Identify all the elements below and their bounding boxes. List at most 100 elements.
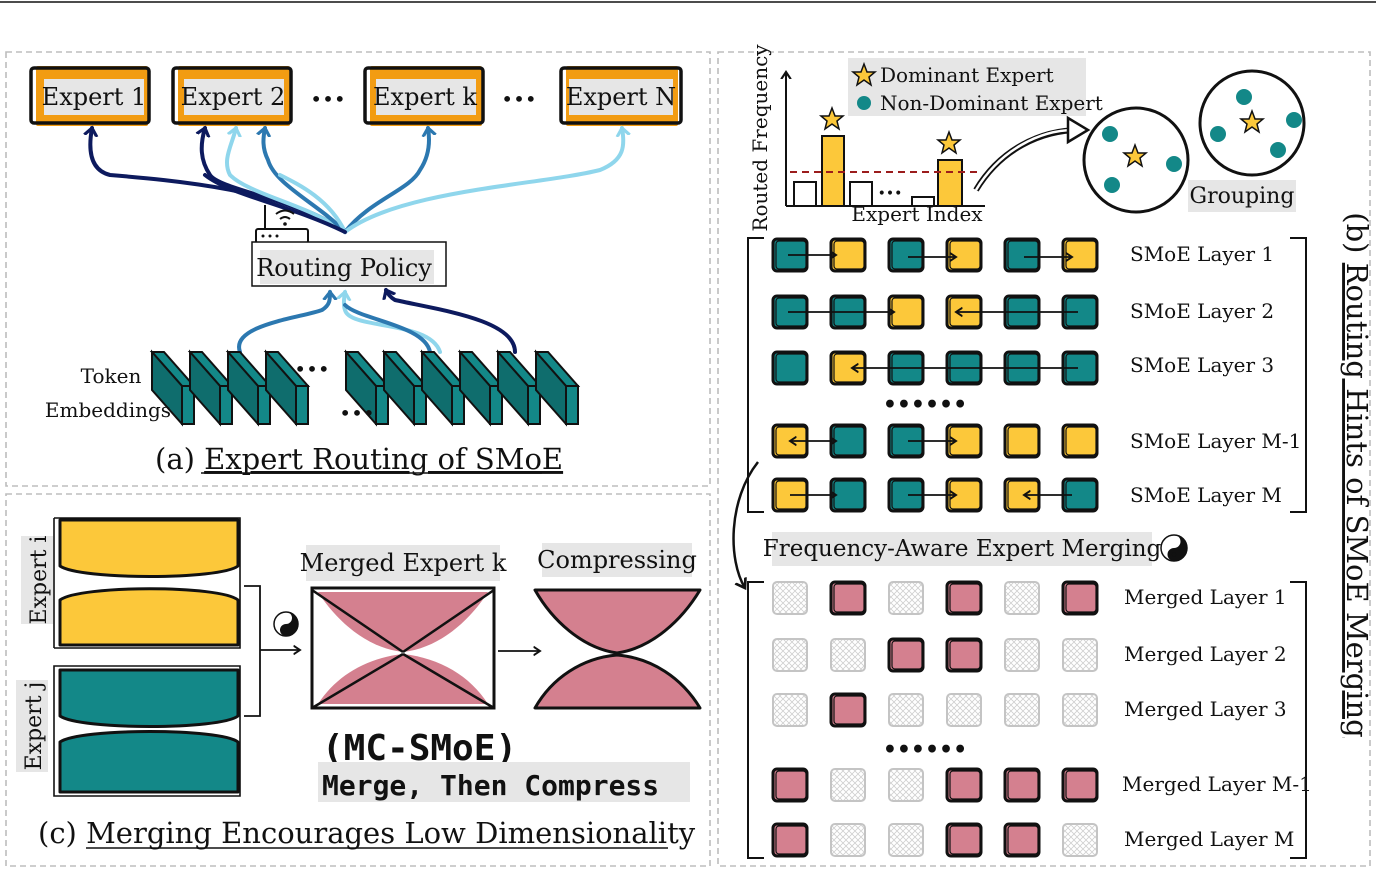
compressing-label: Compressing bbox=[537, 546, 697, 574]
expert-i-block bbox=[53, 517, 241, 649]
expert-cell bbox=[887, 637, 925, 673]
inactive-expert-cell bbox=[1004, 693, 1040, 727]
expert-cell bbox=[1003, 822, 1041, 858]
token-embedding bbox=[263, 349, 311, 427]
expert-i-label-group: Expert i bbox=[21, 536, 53, 625]
group-circle-1 bbox=[1082, 106, 1190, 214]
panel-a-border bbox=[5, 51, 711, 487]
merge-down-arrow bbox=[732, 461, 759, 588]
expert-cell bbox=[887, 294, 925, 330]
token-embedding bbox=[419, 349, 467, 427]
smoe-layer-grid bbox=[771, 237, 1099, 513]
inactive-expert-cell bbox=[888, 581, 924, 615]
expert-cell bbox=[1003, 237, 1041, 273]
inactive-expert-cell bbox=[1062, 823, 1098, 857]
expert-cell bbox=[829, 580, 867, 616]
inactive-expert-cell bbox=[1004, 581, 1040, 615]
expert-cell bbox=[1061, 237, 1099, 273]
legend-dominant: Dominant Expert bbox=[880, 63, 1054, 87]
expert-box-2: Expert 2 bbox=[171, 66, 293, 126]
token-embeddings bbox=[149, 349, 581, 427]
panel-b-title-group: (b) Routing Hints of SMoE Merging bbox=[1340, 212, 1374, 737]
merging-label-bg bbox=[772, 532, 1152, 566]
inactive-expert-cell bbox=[772, 693, 808, 727]
routing-policy-label: Routing Policy bbox=[256, 254, 432, 282]
expert-cell bbox=[829, 237, 867, 273]
expert-cell bbox=[771, 767, 809, 803]
merged-expert-block bbox=[310, 586, 496, 710]
expert-j-label: Expert j bbox=[22, 682, 47, 771]
inactive-expert-cell bbox=[888, 768, 924, 802]
expert-cell bbox=[771, 822, 809, 858]
smoe-dots: •••••• bbox=[883, 392, 967, 418]
expert-cell bbox=[829, 350, 867, 386]
expert-cell bbox=[945, 767, 983, 803]
smoe-bracket-left bbox=[747, 237, 764, 513]
legend-nondominant: Non-Dominant Expert bbox=[880, 91, 1103, 115]
panel-b: Dominant Expert Non-Dominant Expert ••• … bbox=[732, 44, 1374, 859]
expert-cell bbox=[771, 350, 809, 386]
token-embedding bbox=[187, 349, 235, 427]
panel-c-border bbox=[5, 493, 711, 867]
inactive-expert-cell bbox=[830, 823, 866, 857]
token-embedding bbox=[381, 349, 429, 427]
hist-bar bbox=[911, 196, 935, 207]
expert-n-label: Expert N bbox=[566, 83, 676, 111]
token-ellipsis-1: ••• bbox=[294, 357, 329, 381]
token-embedding bbox=[343, 349, 391, 427]
hist-star-icon bbox=[935, 129, 963, 155]
expert-cell bbox=[1061, 477, 1099, 513]
inactive-expert-cell bbox=[1062, 638, 1098, 672]
group-circle-2 bbox=[1198, 69, 1306, 177]
yin-yang-icon-b bbox=[1160, 534, 1188, 562]
merged-layer-label: Merged Layer 2 bbox=[1124, 642, 1287, 666]
panel-b-title: (b) Routing Hints of SMoE Merging bbox=[1340, 212, 1374, 737]
smoe-row-arrows bbox=[788, 255, 1078, 495]
merged-layer-label: Merged Layer M bbox=[1124, 827, 1294, 851]
merged-bracket-left bbox=[747, 581, 764, 859]
token-embedding bbox=[495, 349, 543, 427]
hist-bar bbox=[793, 181, 817, 207]
expert-cell bbox=[887, 477, 925, 513]
frequency-histogram: ••• Expert Index Routed Frequency bbox=[748, 44, 985, 232]
legend-dot-icon bbox=[857, 96, 871, 110]
y-axis-label: Routed Frequency bbox=[748, 44, 772, 232]
inactive-expert-cell bbox=[830, 638, 866, 672]
expert-j-block bbox=[53, 665, 241, 797]
yin-yang-icon-c bbox=[273, 611, 299, 637]
legend-bg bbox=[848, 58, 1086, 116]
hist-star-icon bbox=[818, 105, 846, 131]
merged-bracket-right bbox=[1290, 581, 1307, 859]
routing-policy-box: Routing Policy bbox=[251, 241, 447, 287]
inactive-expert-cell bbox=[830, 768, 866, 802]
inactive-expert-cell bbox=[772, 638, 808, 672]
token-ellipsis-2: ••• bbox=[339, 401, 374, 425]
expert-cell bbox=[829, 692, 867, 728]
expert-i-label: Expert i bbox=[27, 536, 52, 625]
merged-expert-label: Merged Expert k bbox=[300, 549, 507, 577]
panel-a-caption: (a) Expert Routing of SMoE bbox=[155, 442, 563, 476]
smoe-layer-label: SMoE Layer 2 bbox=[1130, 299, 1274, 323]
inactive-expert-cell bbox=[772, 581, 808, 615]
expert-cell bbox=[945, 237, 983, 273]
expert-cell bbox=[1003, 767, 1041, 803]
smoe-bracket-right bbox=[1290, 237, 1307, 513]
tagline: Merge, Then Compress bbox=[322, 769, 659, 802]
expert-box-n: Expert N bbox=[559, 66, 683, 126]
merged-layer-label: Merged Layer 1 bbox=[1124, 585, 1287, 609]
grouping-arrow-head bbox=[1066, 115, 1091, 145]
token-embedding bbox=[457, 349, 505, 427]
expert-cell bbox=[1061, 767, 1099, 803]
smoe-layer-label: SMoE Layer 1 bbox=[1130, 242, 1274, 266]
compressed-expert-block bbox=[533, 588, 702, 710]
grouping-arrow-shaft bbox=[973, 127, 1081, 192]
merged-dots: •••••• bbox=[883, 737, 967, 763]
routing-arrows-tokens bbox=[237, 290, 517, 354]
smoe-layer-label: SMoE Layer 3 bbox=[1130, 353, 1274, 377]
token-embedding bbox=[533, 349, 581, 427]
expert-k-label: Expert k bbox=[373, 83, 477, 111]
expert-cell bbox=[829, 477, 867, 513]
expert-cell bbox=[1003, 423, 1041, 459]
